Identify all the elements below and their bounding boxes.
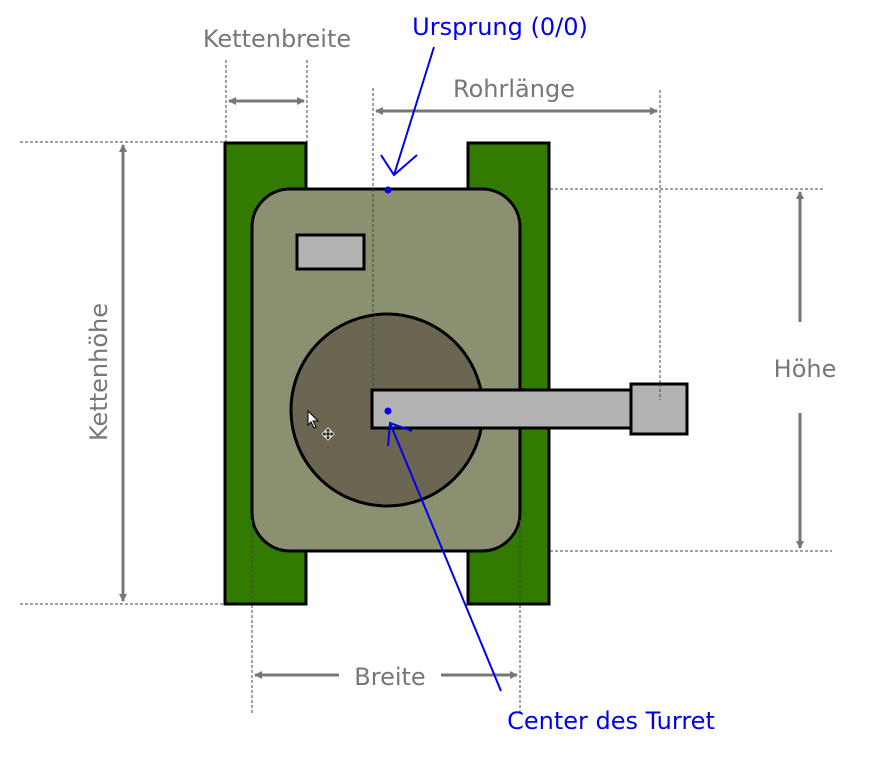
muzzle — [629, 382, 689, 436]
barrel — [370, 388, 636, 430]
label-center-turret: Center des Turret — [507, 707, 715, 735]
move-icon — [321, 427, 335, 441]
origin-point — [384, 186, 392, 194]
origin-annotation — [380, 46, 435, 194]
turret-center-arrow-head — [387, 421, 413, 447]
turret-center-pointer-line — [389, 422, 502, 692]
turret-center-point — [384, 407, 392, 415]
origin-pointer-line — [393, 46, 435, 176]
mouse-cursor-icon — [307, 409, 320, 429]
label-ursprung: Ursprung (0/0) — [412, 13, 588, 41]
hatch — [295, 233, 366, 271]
label-breite: Breite — [354, 663, 425, 691]
label-kettenhoehe: Kettenhöhe — [85, 303, 113, 441]
label-hoehe: Höhe — [774, 355, 837, 383]
turret-center-annotation — [384, 407, 502, 692]
label-kettenbreite: Kettenbreite — [203, 25, 351, 53]
origin-arrow-head — [380, 154, 418, 177]
label-rohrlaenge: Rohrlänge — [453, 75, 575, 103]
